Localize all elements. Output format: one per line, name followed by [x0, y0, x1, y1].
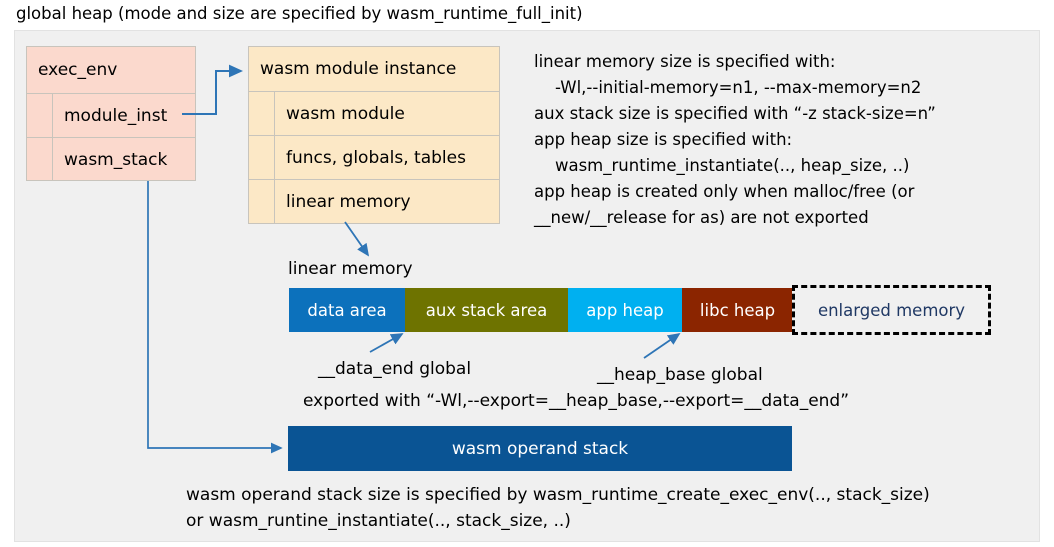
module-instance-field-funcs-globals-tables: funcs, globals, tables — [249, 135, 499, 179]
module-instance-gutter — [249, 180, 275, 223]
linear-memory-notes: linear memory size is specified with: -W… — [534, 52, 936, 227]
memory-segment-enlarged-memory: enlarged memory — [792, 285, 991, 335]
module-instance-gutter — [249, 136, 275, 179]
memory-segment-app-heap: app heap — [568, 288, 682, 332]
exec-env-module-inst-label: module_inst — [64, 105, 168, 126]
module-instance-header-row: wasm module instance — [249, 47, 499, 91]
module-instance-wasm-module-label: wasm module — [286, 103, 405, 124]
exec-env-header-label: exec_env — [38, 60, 118, 80]
module-instance-funcs-globals-tables-label: funcs, globals, tables — [286, 147, 466, 168]
linear-memory-label: linear memory — [288, 259, 413, 279]
exec-env-gutter — [27, 94, 53, 137]
exec-env-field-wasm-stack: wasm_stack — [27, 137, 195, 181]
memory-segment-aux-stack-area: aux stack area — [405, 288, 568, 332]
module-instance-linear-memory-label: linear memory — [286, 191, 411, 212]
exec-env-box: exec_env module_inst wasm_stack — [26, 46, 196, 181]
caption-heap-base-global: __heap_base global — [597, 365, 763, 385]
page-title: global heap (mode and size are specified… — [16, 4, 583, 23]
module-instance-field-linear-memory: linear memory — [249, 179, 499, 223]
memory-segment-data-area: data area — [289, 288, 405, 332]
exec-env-header-row: exec_env — [27, 47, 195, 93]
module-instance-gutter — [249, 92, 275, 135]
exec-env-wasm-stack-label: wasm_stack — [64, 149, 168, 170]
operand-stack-notes: wasm operand stack size is specified by … — [186, 485, 930, 531]
caption-data-end-global: __data_end global — [318, 359, 472, 379]
linear-memory-bar: data area aux stack area app heap libc h… — [289, 285, 991, 335]
wasm-operand-stack-box: wasm operand stack — [288, 426, 792, 471]
exec-env-gutter — [27, 138, 53, 181]
module-instance-field-wasm-module: wasm module — [249, 91, 499, 135]
module-instance-header-label: wasm module instance — [260, 59, 457, 79]
memory-segment-libc-heap: libc heap — [682, 288, 793, 332]
wasm-module-instance-box: wasm module instance wasm module funcs, … — [248, 46, 500, 224]
caption-exported-with: exported with “-Wl,--export=__heap_base,… — [303, 391, 850, 411]
exec-env-field-module-inst: module_inst — [27, 93, 195, 137]
